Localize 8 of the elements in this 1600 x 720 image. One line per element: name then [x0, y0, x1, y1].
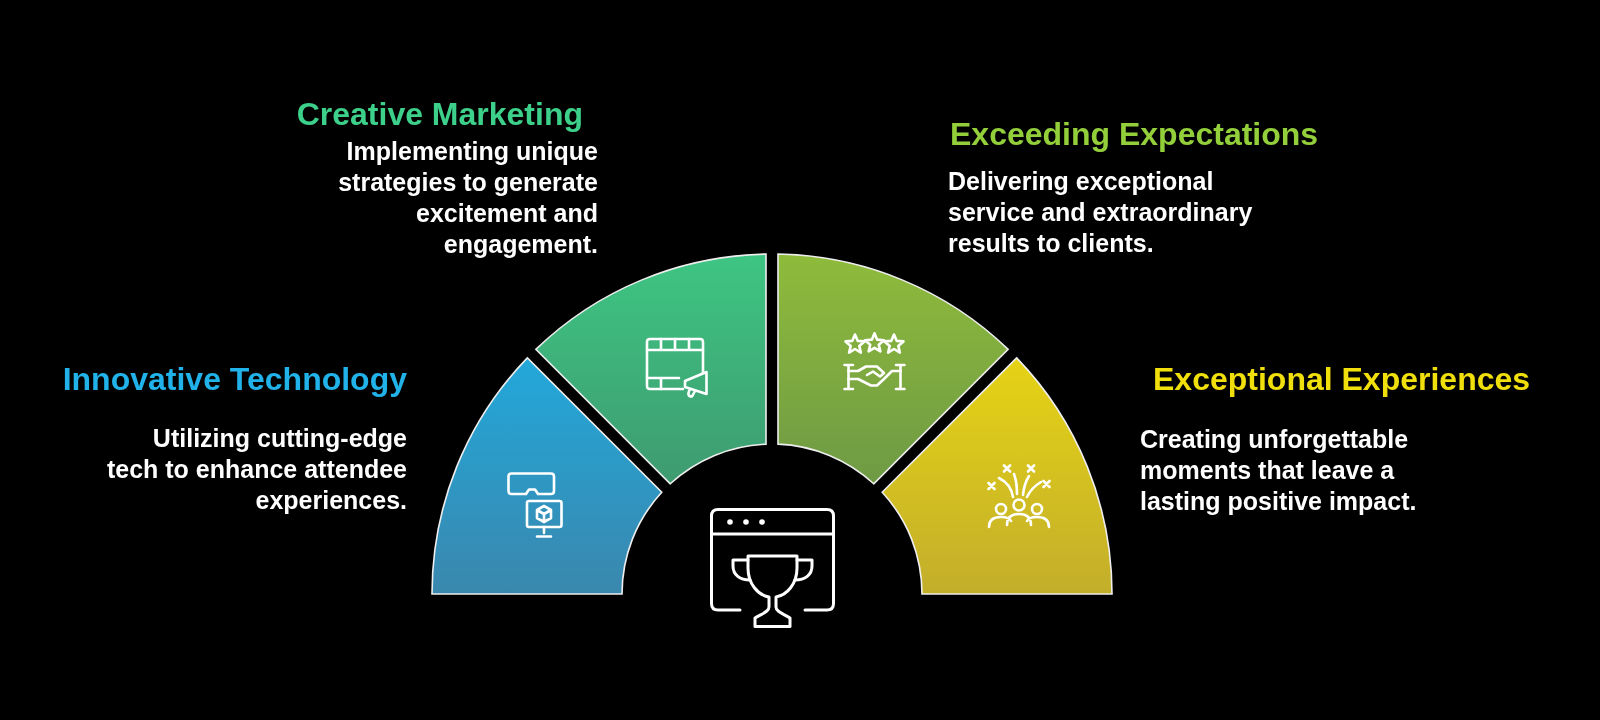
- section-heading: Creative Marketing: [296, 95, 583, 133]
- description-text: Utilizing cutting-edge tech to enhance attendee experiences.: [105, 423, 407, 516]
- description-text: Creating unforgettable moments that leave a lasting positive impact.: [1140, 424, 1418, 517]
- section-heading: Innovative Technology: [62, 360, 407, 398]
- section-heading: Exceptional Experiences: [1153, 360, 1531, 398]
- section-heading: Exceeding Expectations: [950, 115, 1319, 153]
- description-text: Implementing unique strategies to generate excitement and engagement.: [337, 136, 598, 260]
- description-text: Delivering exceptional service and extraordinary results to clients.: [948, 166, 1254, 259]
